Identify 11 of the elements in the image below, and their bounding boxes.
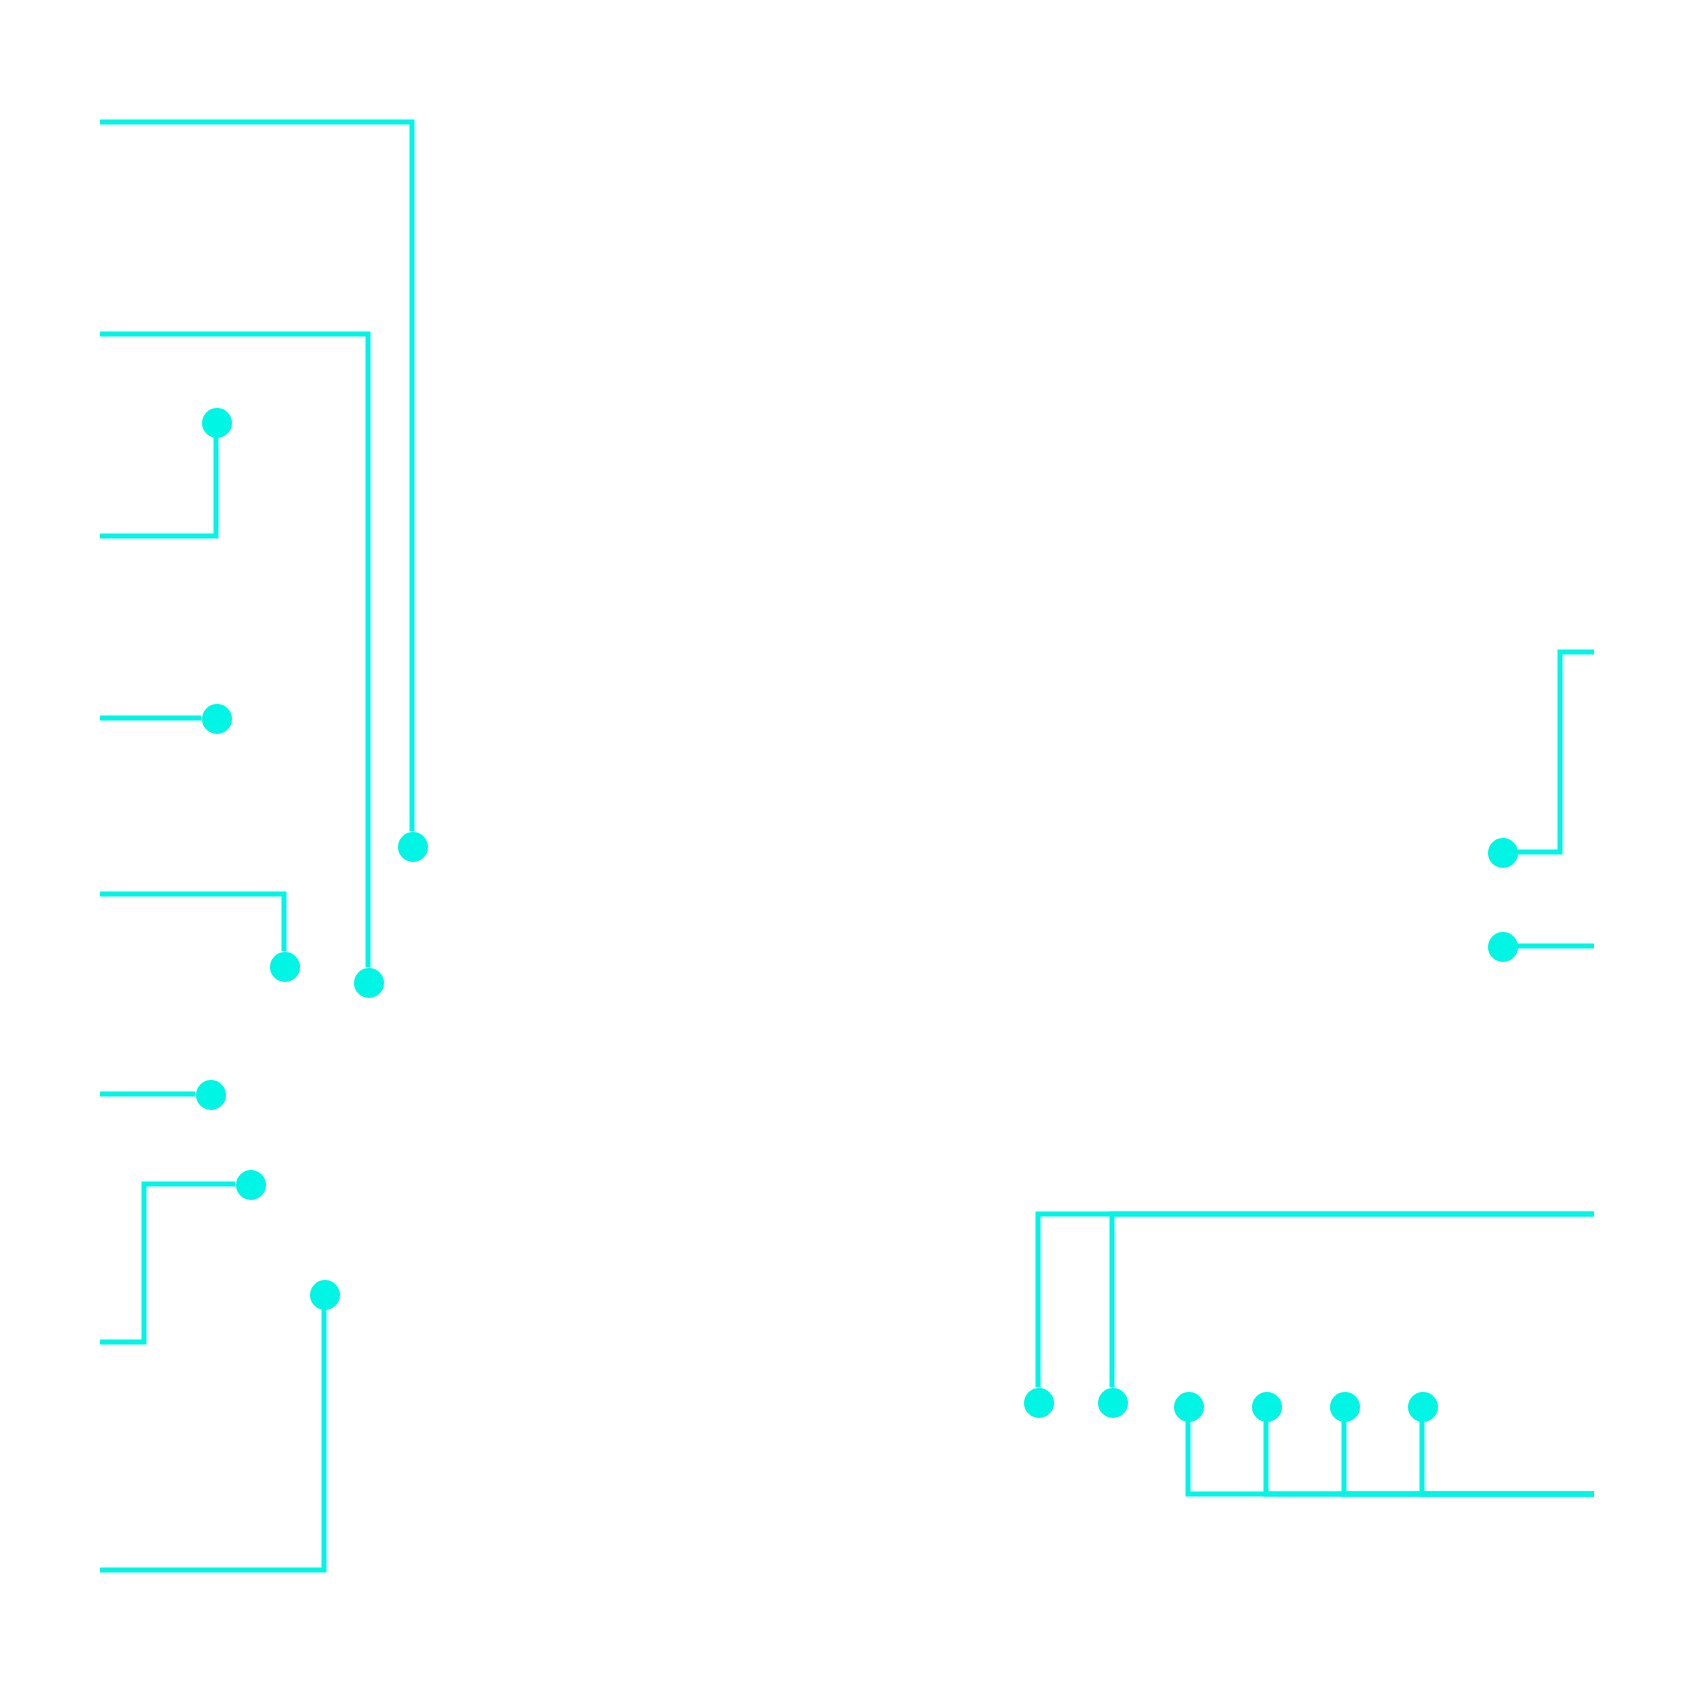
leader-line bbox=[100, 1091, 195, 1097]
leader-line bbox=[100, 1181, 235, 1345]
leader-line bbox=[100, 437, 219, 539]
leader-line bbox=[100, 331, 371, 967]
leader-line bbox=[1419, 1421, 1594, 1497]
leader-line bbox=[100, 715, 201, 721]
leader-line bbox=[100, 119, 415, 831]
leader-line bbox=[100, 891, 287, 951]
leader-line bbox=[1517, 943, 1594, 949]
leader-line bbox=[100, 1309, 327, 1573]
leader-line bbox=[1517, 649, 1594, 855]
